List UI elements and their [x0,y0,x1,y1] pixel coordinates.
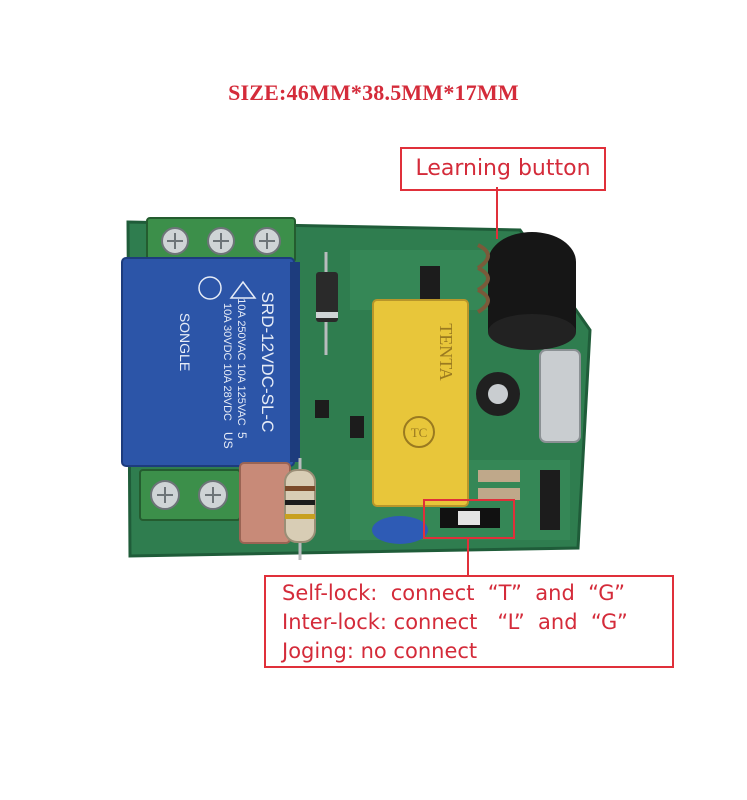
resistor [284,458,316,560]
warning-triangle-icon [229,280,257,299]
crystal-oscillator [539,349,581,443]
learning-button-coil [476,232,576,350]
terminal-block-bottom [139,469,241,521]
mode-joging: Joging: no connect [282,639,478,663]
capacitor-brand: TENTA [436,323,456,381]
relay-mark-5: 5 [235,432,249,439]
relay-mark-us: US [221,432,235,449]
relay-rating-2: 10A 30VDC 10A 28VDC [221,303,233,421]
capacitor-box: TC TENTA [372,299,469,507]
capacitor-mark: TC [411,425,428,440]
fuse [239,462,291,544]
relay-model: SRD-12VDC-SL-C [258,292,277,433]
relay-rating-1: 10A 250VAC 10A 125VAC [235,298,247,425]
mode-self-lock: Self-lock: connect “T” and “G” [282,581,625,605]
jumper-header [440,508,500,528]
diode [316,252,338,355]
learning-pointer-line [496,187,498,239]
terminal-block-top [146,217,296,263]
jumper-highlight-box [423,499,515,539]
relay: SRD-12VDC-SL-C 10A 250VAC 10A 125VAC 10A… [121,257,300,467]
jumper-pointer-line [467,539,469,576]
mode-inter-lock: Inter-lock: connect “L” and “G” [282,610,628,634]
size-label: SIZE:46MM*38.5MM*17MM [228,80,519,105]
learning-button-label: Learning button [400,147,606,191]
tc-logo-icon [403,416,435,448]
relay-brand: SONGLE [177,313,193,371]
electrolytic-capacitor [476,372,520,416]
smd-components [315,266,560,530]
blue-capacitor [372,516,428,544]
mode-description-box: Self-lock: connect “T” and “G” Inter-loc… [264,575,674,668]
cqc-logo-icon [198,276,222,300]
